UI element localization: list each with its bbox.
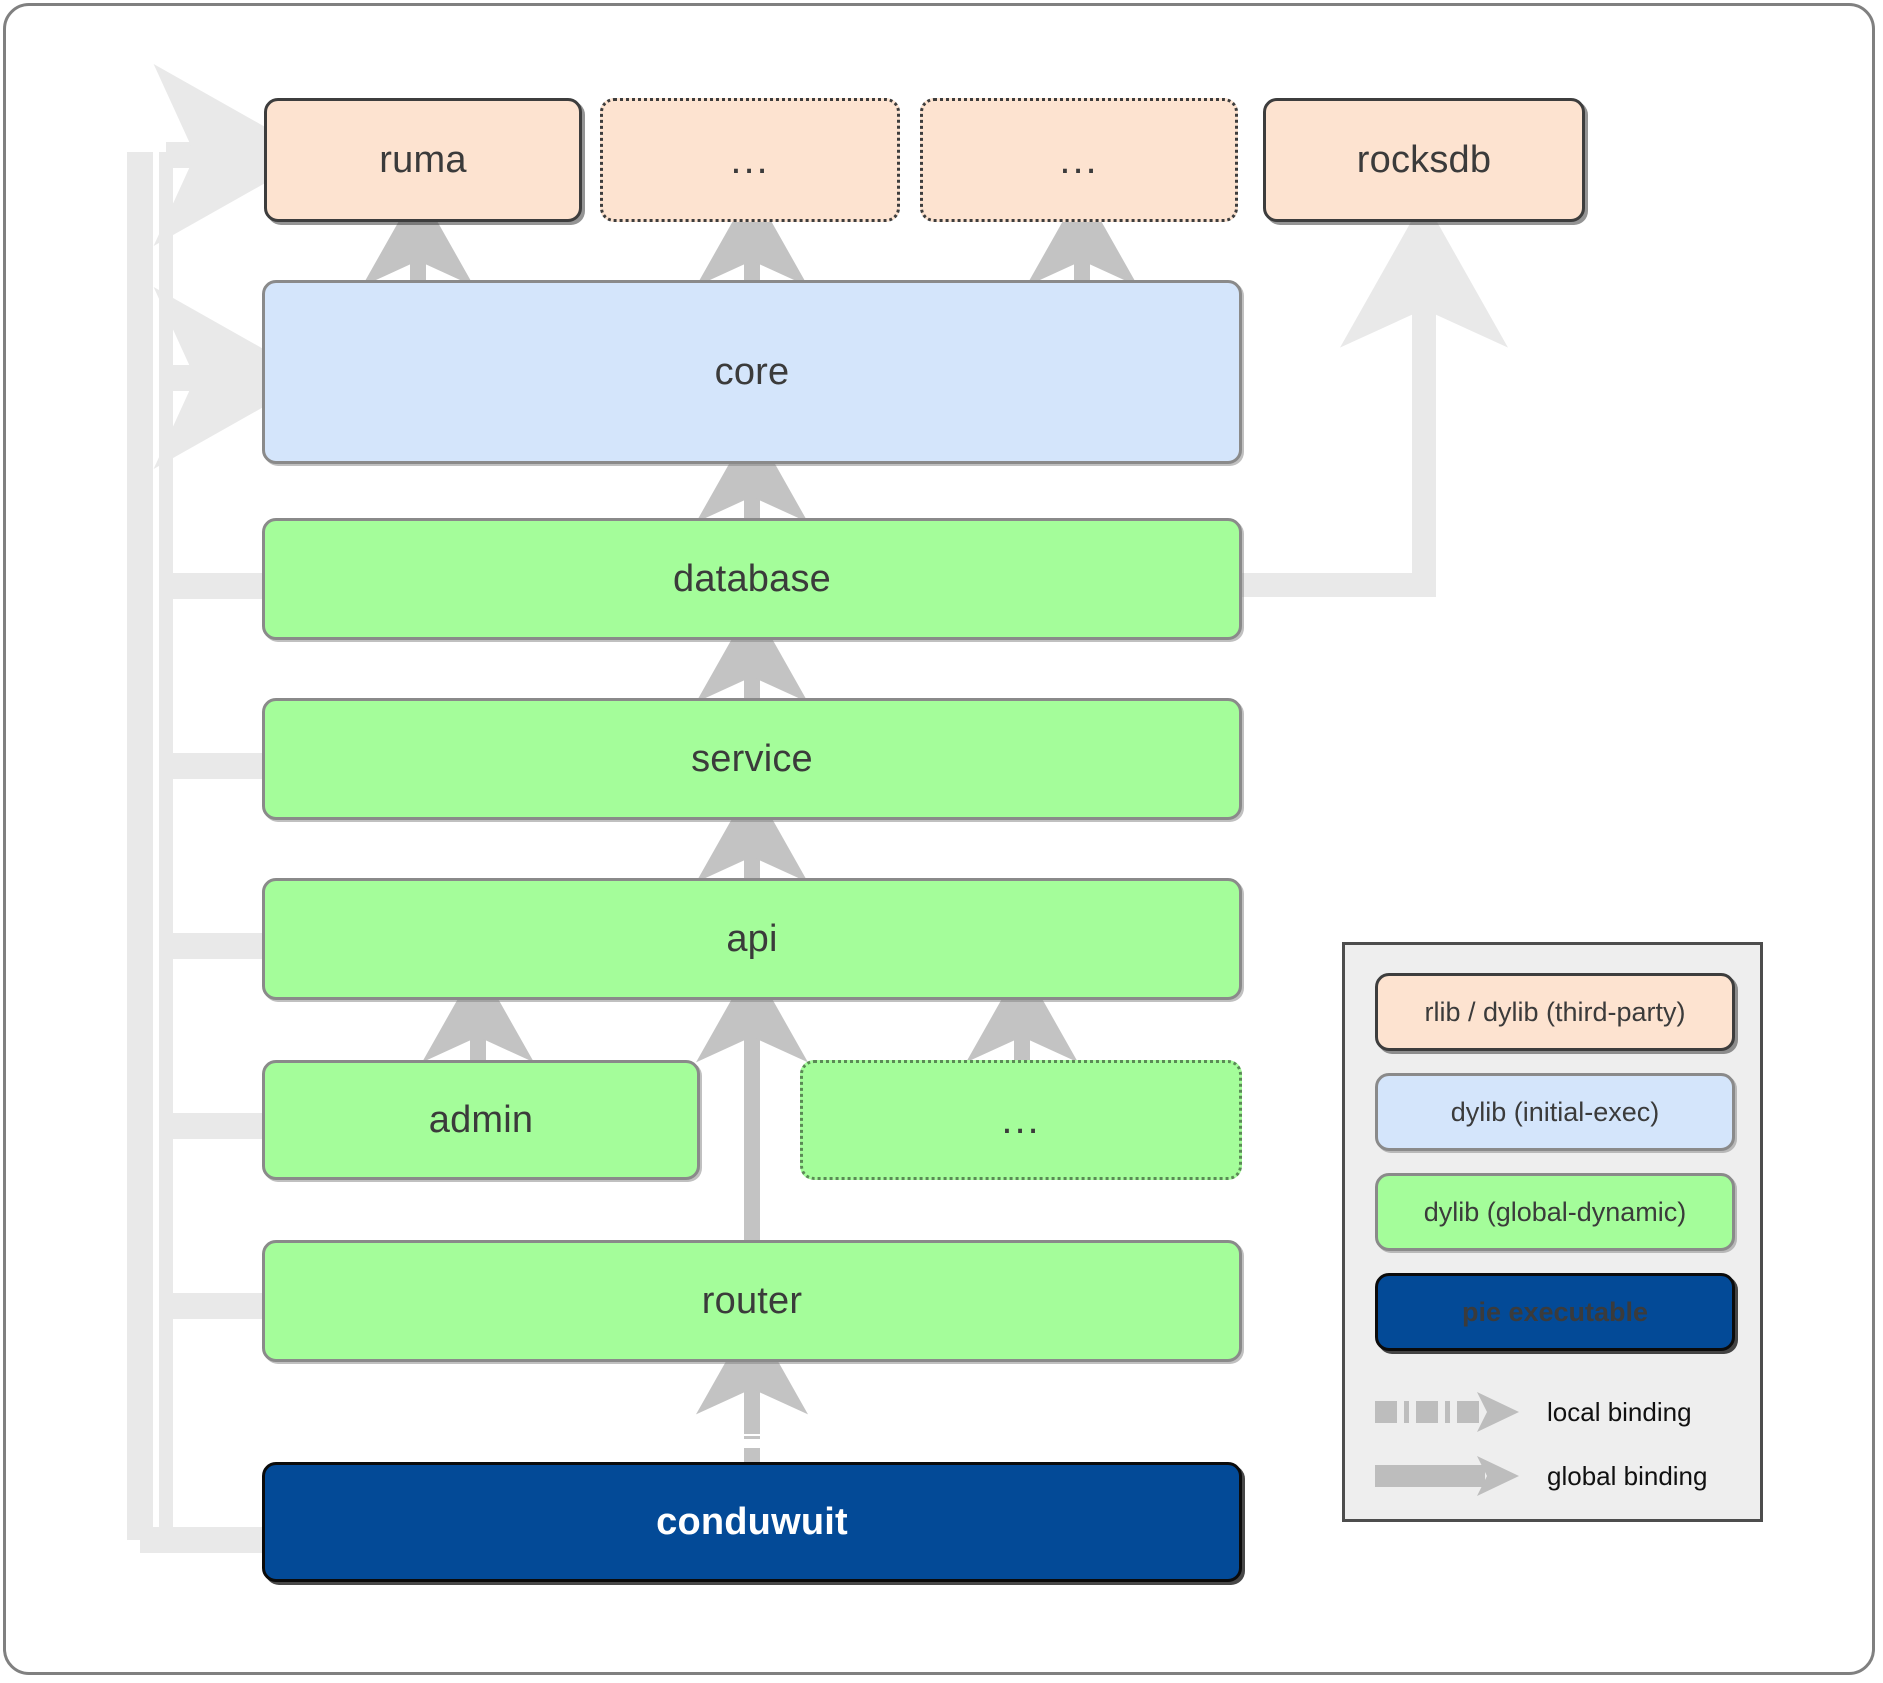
node-mid-ellipsis-label: ... [1001, 1098, 1041, 1142]
node-rocksdb[interactable]: rocksdb [1263, 98, 1585, 222]
node-top-ellipsis-2-label: ... [1059, 138, 1099, 182]
node-database-label: database [673, 557, 831, 600]
node-top-ellipsis-2[interactable]: ... [920, 98, 1238, 222]
node-ruma-label: ruma [379, 138, 467, 181]
node-conduwuit[interactable]: conduwuit [262, 1462, 1242, 1582]
node-admin-label: admin [428, 1098, 534, 1141]
local-binding-arrow-icon [1375, 1392, 1519, 1432]
legend-label-global-binding: global binding [1547, 1460, 1708, 1491]
node-top-ellipsis-1-label: ... [730, 138, 770, 182]
node-database[interactable]: database [262, 518, 1242, 640]
node-rocksdb-label: rocksdb [1356, 138, 1492, 181]
legend-label-global-dynamic: dylib (global-dynamic) [1423, 1196, 1687, 1227]
legend-label-local-binding: local binding [1547, 1396, 1692, 1427]
legend-label-initial-exec: dylib (initial-exec) [1450, 1096, 1660, 1127]
legend-swatch-pie-executable: pie executable [1375, 1273, 1735, 1351]
legend-label-third-party: rlib / dylib (third-party) [1424, 996, 1686, 1027]
node-admin[interactable]: admin [262, 1060, 700, 1180]
global-binding-arrow-icon [1375, 1456, 1519, 1496]
legend-swatch-global-dynamic: dylib (global-dynamic) [1375, 1173, 1735, 1251]
node-top-ellipsis-1[interactable]: ... [600, 98, 900, 222]
legend-row-local-binding: local binding [1373, 1385, 1741, 1439]
node-api[interactable]: api [262, 878, 1242, 1000]
node-router-label: router [701, 1279, 803, 1322]
node-core-label: core [714, 350, 790, 393]
node-service[interactable]: service [262, 698, 1242, 820]
legend-label-pie-executable: pie executable [1461, 1296, 1649, 1327]
node-core[interactable]: core [262, 280, 1242, 464]
legend-row-global-binding: global binding [1373, 1449, 1741, 1503]
node-router[interactable]: router [262, 1240, 1242, 1362]
node-api-label: api [726, 917, 778, 960]
legend-panel: rlib / dylib (third-party) dylib (initia… [1342, 942, 1763, 1522]
node-ruma[interactable]: ruma [264, 98, 582, 222]
node-conduwuit-label: conduwuit [656, 1500, 848, 1543]
legend-swatch-third-party: rlib / dylib (third-party) [1375, 973, 1735, 1051]
legend-swatch-initial-exec: dylib (initial-exec) [1375, 1073, 1735, 1151]
node-mid-ellipsis[interactable]: ... [800, 1060, 1242, 1180]
node-service-label: service [691, 737, 813, 780]
